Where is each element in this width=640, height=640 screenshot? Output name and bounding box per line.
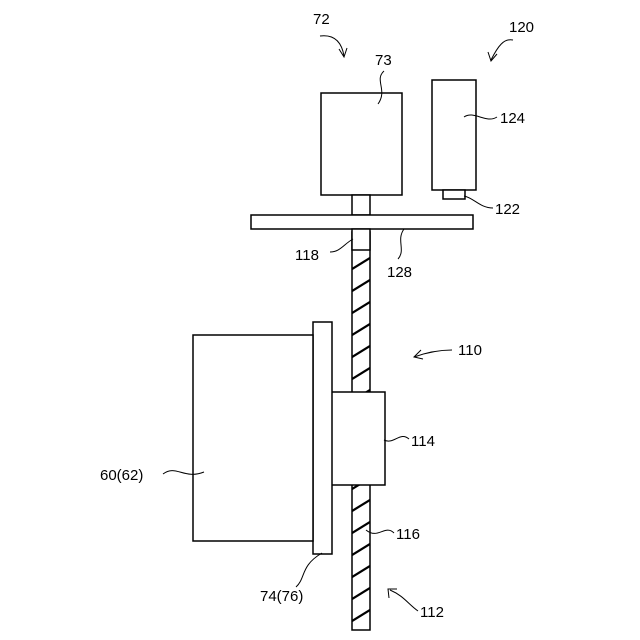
motor-shaft <box>352 195 370 215</box>
ref-112-label: 112 <box>420 604 444 621</box>
nut-114 <box>331 392 385 485</box>
leader-114 <box>384 436 409 441</box>
leader-72-arrow <box>320 36 344 56</box>
leader-122 <box>464 196 493 208</box>
motor-73 <box>321 93 402 195</box>
ref-60-62-label: 60(62) <box>100 467 143 484</box>
leader-118 <box>330 239 353 252</box>
ref-73-label: 73 <box>375 52 392 69</box>
ref-72-label: 72 <box>313 11 330 28</box>
leader-112-arrow <box>390 590 418 611</box>
rail-74-76 <box>313 322 332 554</box>
leader-128 <box>398 229 404 259</box>
body-60-62 <box>193 335 313 541</box>
ref-110-label: 110 <box>458 342 482 359</box>
plate-128 <box>251 215 473 229</box>
ref-114-label: 114 <box>411 433 435 450</box>
ref-118-label: 118 <box>295 247 319 264</box>
ref-116-label: 116 <box>396 526 420 543</box>
ref-128-label: 128 <box>387 264 412 281</box>
ref-122-label: 122 <box>495 201 520 218</box>
ref-74-76-label: 74(76) <box>260 588 303 605</box>
sensor-head-122 <box>443 190 465 199</box>
leader-74 <box>296 553 322 587</box>
ref-120-label: 120 <box>509 19 534 36</box>
screw-thread-stroke <box>352 632 370 640</box>
sensor-body-124 <box>432 80 476 190</box>
ref-124-label: 124 <box>500 110 525 127</box>
coupling-118 <box>352 229 370 250</box>
